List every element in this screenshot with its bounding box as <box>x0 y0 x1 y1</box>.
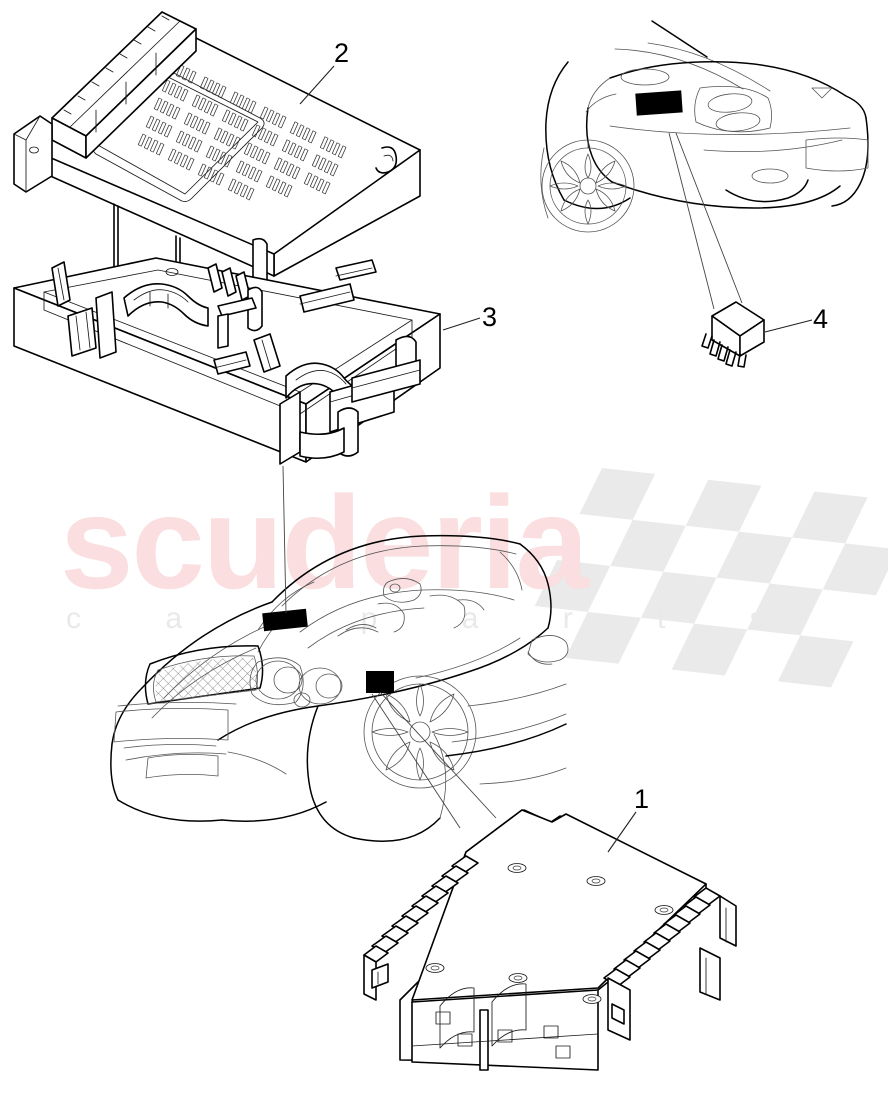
bonnet-location-marker <box>262 608 308 632</box>
vehicle-rear-three-quarter <box>540 20 869 310</box>
wheel-arch-location-marker <box>366 671 394 693</box>
lid-connector-bank <box>51 11 197 159</box>
callout-2-number: 2 <box>334 38 349 68</box>
housing-internal-clips <box>51 259 377 375</box>
callout-1-number: 1 <box>634 784 649 814</box>
part-fuse-box-housing <box>13 257 441 465</box>
front-wheel-spokes <box>371 683 469 781</box>
part-control-module <box>363 809 737 1071</box>
part-relay <box>701 301 765 368</box>
checkered-flag-icon <box>534 468 888 688</box>
housing-connector-block <box>279 335 421 465</box>
callout-1[interactable]: 1 <box>607 784 649 853</box>
vent-slots <box>137 61 347 201</box>
watermark-wordmark: scuderia <box>60 469 591 616</box>
vehicle-front-three-quarter <box>110 465 569 842</box>
rear-wheel-spokes <box>549 141 627 225</box>
grille-mesh <box>155 657 257 702</box>
module-heatsink-left <box>363 855 479 1001</box>
watermark-subtitle: c a r p a r t s <box>66 602 803 635</box>
part-fuse-box-lid <box>13 11 421 309</box>
callout-3[interactable]: 3 <box>442 302 497 332</box>
module-front-face <box>411 983 599 1071</box>
rear-quarter-location-marker <box>635 90 683 116</box>
module-screw-bosses <box>425 863 674 1004</box>
callout-4-number: 4 <box>813 304 828 334</box>
callout-2[interactable]: 2 <box>299 38 349 105</box>
callout-3-number: 3 <box>482 302 497 332</box>
relay-pins <box>701 333 747 368</box>
callout-4[interactable]: 4 <box>764 304 828 334</box>
module-heatsink-right <box>603 887 737 1041</box>
